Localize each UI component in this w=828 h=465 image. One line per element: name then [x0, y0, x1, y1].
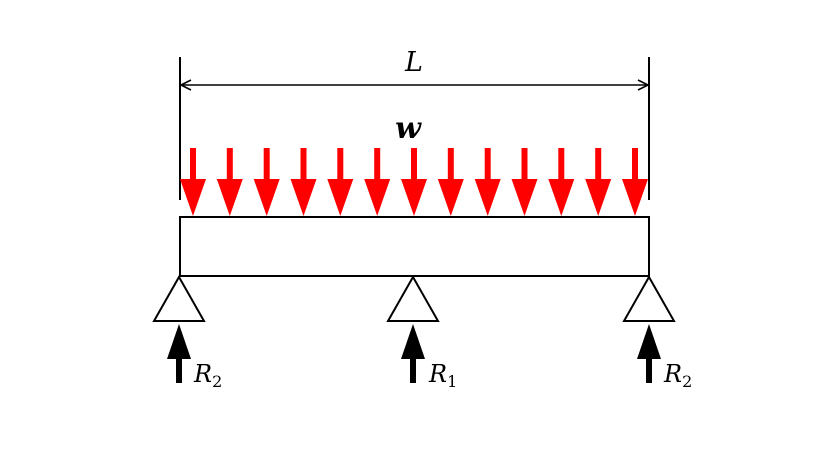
reaction-label-middle: R1 — [428, 360, 457, 391]
reaction-label-left: R2 — [193, 360, 222, 391]
reaction-label-right: R2 — [663, 360, 692, 391]
load-label: w — [395, 111, 422, 146]
span-arrowhead-left — [179, 79, 192, 91]
load-arrow — [327, 148, 354, 216]
load-arrow — [585, 148, 612, 216]
load-arrow — [474, 148, 501, 216]
load-arrow — [253, 148, 280, 216]
distributed-load-arrows — [180, 148, 648, 216]
reaction-arrow-middle — [401, 324, 425, 383]
support-left-triangle — [152, 274, 206, 322]
span-label: L — [404, 47, 423, 78]
load-arrow — [511, 148, 538, 216]
reaction-arrow-right — [637, 324, 661, 383]
span-arrowhead-right — [637, 79, 650, 91]
load-arrow — [216, 148, 243, 216]
load-arrow — [622, 148, 648, 216]
load-arrow — [437, 148, 464, 216]
load-arrow — [364, 148, 391, 216]
span-dimension: L — [179, 47, 650, 200]
load-arrow — [180, 148, 206, 216]
beam — [179, 216, 650, 277]
support-middle-triangle — [386, 274, 440, 322]
load-arrow — [548, 148, 575, 216]
load-arrow — [401, 148, 427, 216]
support-right-triangle — [622, 274, 676, 322]
load-arrow — [290, 148, 317, 216]
reaction-arrow-left — [167, 324, 191, 383]
